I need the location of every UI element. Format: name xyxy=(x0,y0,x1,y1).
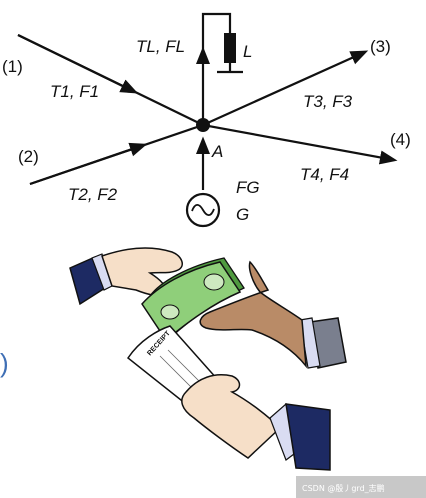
node-a-label: A xyxy=(211,142,223,161)
branch-3-number: (3) xyxy=(370,37,391,56)
branch-2-label: T2, F2 xyxy=(68,185,118,204)
branch-1-number: (1) xyxy=(2,57,23,76)
branch-1-arrow xyxy=(17,34,139,94)
load-symbol xyxy=(224,33,236,63)
branch-1-label: T1, F1 xyxy=(50,82,99,101)
branch-3-label: T3, F3 xyxy=(303,92,353,111)
money-seal-icon xyxy=(203,273,225,291)
branch-2-number: (2) xyxy=(18,147,39,166)
load-wire xyxy=(201,12,232,55)
bottom-hand xyxy=(181,374,282,459)
branch-3-line xyxy=(202,50,369,127)
watermark-bg xyxy=(296,476,426,498)
branch-4-number: (4) xyxy=(390,130,411,149)
right-hand xyxy=(199,260,307,369)
generator-flow-label: FG xyxy=(236,178,260,197)
node-a xyxy=(196,118,210,132)
watermark: CSDN @殷丿grd_志鹏 xyxy=(302,483,385,493)
branch-2-arrow xyxy=(29,142,148,186)
generator-symbol-label: G xyxy=(236,205,249,224)
branch-4-label: T4, F4 xyxy=(300,165,349,184)
branch-4-line xyxy=(202,123,398,165)
load-symbol-label: L xyxy=(243,42,252,61)
receipt-line xyxy=(167,349,203,385)
receipt-line xyxy=(159,355,197,393)
left-edge-glyph: ) xyxy=(0,348,9,378)
load-label: TL, FL xyxy=(136,37,185,56)
money-portrait-icon xyxy=(160,304,180,320)
money-exchange-illustration: RECEIPT xyxy=(69,247,347,471)
sine-wave-icon xyxy=(191,203,215,217)
bottom-sleeve xyxy=(285,403,331,471)
